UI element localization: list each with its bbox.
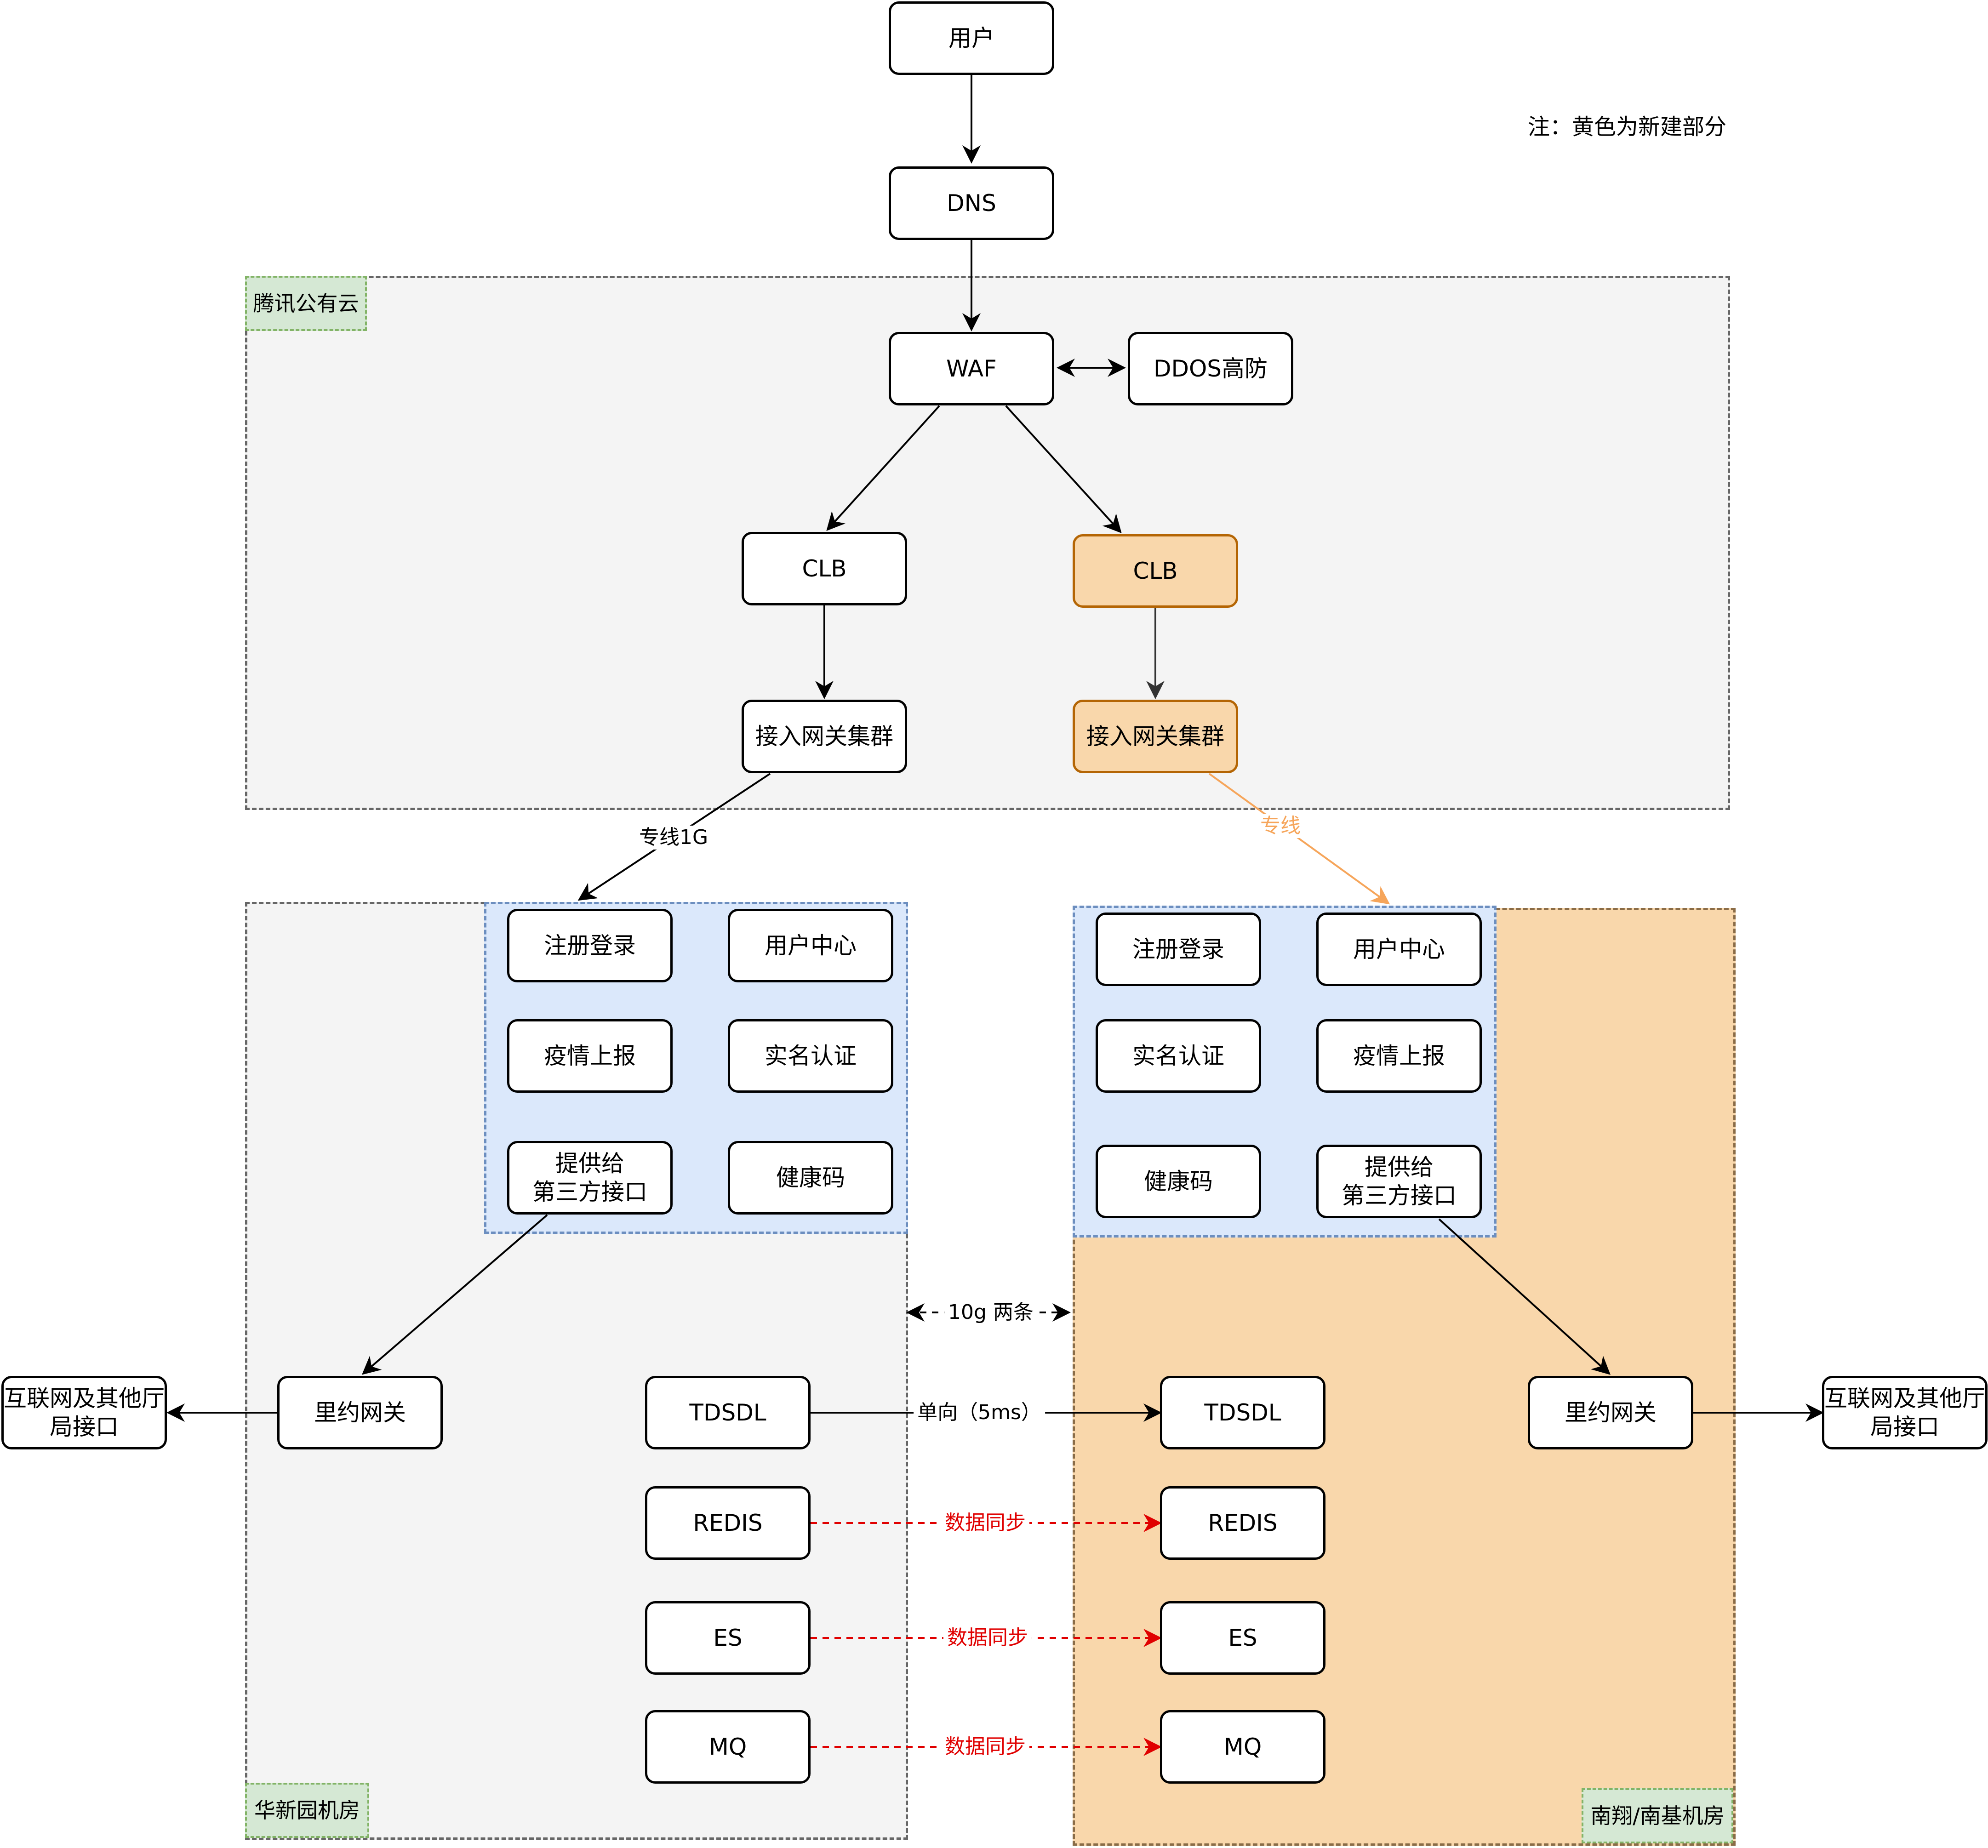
clb-left-node[interactable]: CLB (742, 532, 907, 605)
legend-note: 注：黄色为新建部分 (1528, 114, 1727, 140)
mq-left-node[interactable]: MQ (645, 1710, 811, 1784)
right-register-node[interactable]: 注册登录 (1096, 913, 1261, 986)
left-health-code-node[interactable]: 健康码 (728, 1141, 893, 1215)
external-right-node[interactable]: 互联网及其他厅 局接口 (1822, 1376, 1988, 1449)
edge-gateway-right-services (1208, 773, 1390, 905)
clb-right-node[interactable]: CLB (1073, 534, 1238, 608)
es-left-node[interactable]: ES (645, 1601, 811, 1675)
label-dedicated-1g: 专线1G (635, 826, 712, 850)
nanxiang-tag: 南翔/南基机房 (1582, 1788, 1733, 1843)
tdsdl-right-node[interactable]: TDSDL (1160, 1376, 1325, 1449)
edge-waf-clb-right (1005, 405, 1122, 533)
tencent-cloud-tag: 腾讯公有云 (245, 276, 367, 331)
label-dedicated: 专线 (1257, 814, 1304, 838)
edge-thirdparty-liyue-left (361, 1214, 548, 1375)
label-one-way: 单向（5ms） (914, 1401, 1045, 1425)
label-sync-mq: 数据同步 (941, 1735, 1029, 1759)
edge-thirdparty-liyue-right (1438, 1218, 1611, 1375)
right-third-party-node[interactable]: 提供给 第三方接口 (1316, 1145, 1482, 1218)
left-third-party-node[interactable]: 提供给 第三方接口 (507, 1141, 673, 1215)
gateway-right-node[interactable]: 接入网关集群 (1073, 700, 1238, 773)
gateway-left-node[interactable]: 接入网关集群 (742, 700, 907, 773)
mq-right-node[interactable]: MQ (1160, 1710, 1325, 1784)
es-right-node[interactable]: ES (1160, 1601, 1325, 1675)
label-sync-es: 数据同步 (943, 1626, 1032, 1650)
right-epidemic-node[interactable]: 疫情上报 (1316, 1019, 1482, 1093)
waf-node[interactable]: WAF (889, 332, 1054, 405)
liyue-gateway-right-node[interactable]: 里约网关 (1528, 1376, 1693, 1449)
external-left-node[interactable]: 互联网及其他厅 局接口 (1, 1376, 167, 1449)
right-realname-node[interactable]: 实名认证 (1096, 1019, 1261, 1093)
dns-node[interactable]: DNS (889, 166, 1054, 240)
left-epidemic-node[interactable]: 疫情上报 (507, 1019, 673, 1093)
tdsdl-left-node[interactable]: TDSDL (645, 1376, 811, 1449)
right-health-code-node[interactable]: 健康码 (1096, 1145, 1261, 1218)
left-realname-node[interactable]: 实名认证 (728, 1019, 893, 1093)
user-node[interactable]: 用户 (889, 1, 1054, 75)
left-register-node[interactable]: 注册登录 (507, 909, 673, 982)
redis-right-node[interactable]: REDIS (1160, 1486, 1325, 1560)
label-10g-link: 10g 两条 (944, 1300, 1037, 1324)
right-user-center-node[interactable]: 用户中心 (1316, 913, 1482, 986)
label-sync-redis: 数据同步 (941, 1511, 1029, 1535)
liyue-gateway-left-node[interactable]: 里约网关 (277, 1376, 443, 1449)
left-user-center-node[interactable]: 用户中心 (728, 909, 893, 982)
huaxinyuan-tag: 华新园机房 (245, 1783, 369, 1838)
redis-left-node[interactable]: REDIS (645, 1486, 811, 1560)
edge-waf-clb-left (826, 405, 940, 531)
ddos-node[interactable]: DDOS高防 (1128, 332, 1293, 405)
